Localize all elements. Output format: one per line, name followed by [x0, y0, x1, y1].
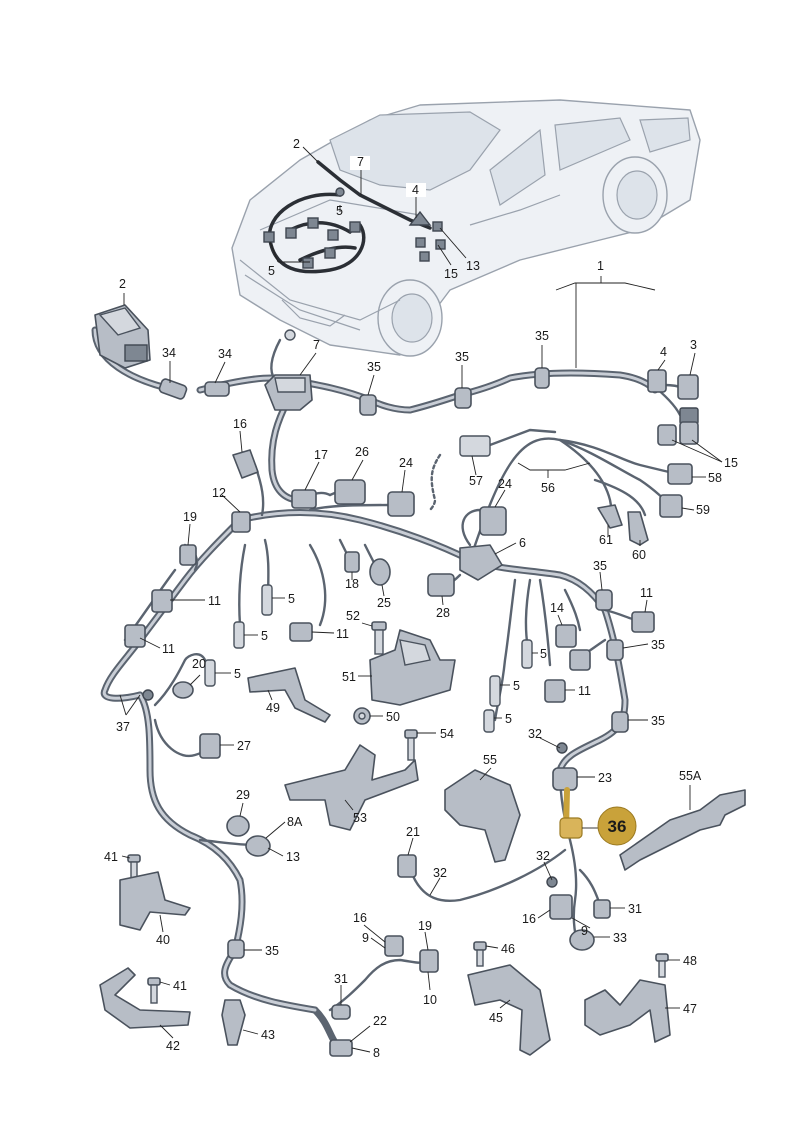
- label-6: 6: [519, 536, 526, 550]
- label-10: 10: [423, 993, 437, 1007]
- label-42: 42: [166, 1039, 180, 1053]
- label-11-c: 11: [336, 627, 349, 641]
- label-11-a: 11: [208, 594, 221, 608]
- label-53: 53: [353, 811, 367, 825]
- label-58: 58: [708, 471, 722, 485]
- harness-parts: [94, 304, 746, 1057]
- label-19-a: 19: [183, 510, 197, 524]
- label-48: 48: [683, 954, 697, 968]
- label-5-f: 5: [505, 712, 512, 726]
- label-22: 22: [373, 1014, 387, 1028]
- label-61: 61: [599, 533, 613, 547]
- label-35-d: 35: [593, 559, 607, 573]
- label-24-a: 24: [399, 456, 413, 470]
- label-5-car-a: 5: [336, 204, 343, 218]
- label-12: 12: [212, 486, 226, 500]
- label-5-c: 5: [234, 667, 241, 681]
- label-7: 7: [313, 338, 320, 352]
- label-33: 33: [613, 931, 627, 945]
- label-27: 27: [237, 739, 251, 753]
- label-8: 8: [373, 1046, 380, 1060]
- label-15: 15: [724, 456, 738, 470]
- label-31-a: 31: [628, 902, 642, 916]
- label-49: 49: [266, 701, 280, 715]
- part-number-labels: 2 7 4 5 5 15 13 1 2 34 34 7 35 35 35 4 3…: [104, 137, 738, 1060]
- label-50: 50: [386, 710, 400, 724]
- label-11-e: 11: [578, 684, 591, 698]
- label-11-d: 11: [640, 586, 653, 600]
- highlighted-part-36: [559, 787, 583, 839]
- vehicle-illustration: [231, 99, 701, 357]
- label-32-a: 32: [528, 727, 542, 741]
- label-60: 60: [632, 548, 646, 562]
- label-56: 56: [541, 481, 555, 495]
- label-16-c: 16: [353, 911, 367, 925]
- label-19-b: 19: [418, 919, 432, 933]
- label-59: 59: [696, 503, 710, 517]
- label-5-a: 5: [288, 592, 295, 606]
- label-31-b: 31: [334, 972, 348, 986]
- label-13-car: 13: [466, 259, 480, 273]
- label-43: 43: [261, 1028, 275, 1042]
- callout-badge-36-label: 36: [608, 817, 627, 836]
- leader-lines: [119, 146, 723, 1053]
- label-35-f: 35: [651, 714, 665, 728]
- label-4-car: 4: [412, 183, 419, 197]
- label-51: 51: [342, 670, 356, 684]
- label-16-a: 16: [233, 417, 247, 431]
- label-21: 21: [406, 825, 420, 839]
- label-29: 29: [236, 788, 250, 802]
- label-5-d: 5: [540, 647, 547, 661]
- label-16-b: 16: [522, 912, 536, 926]
- label-4: 4: [660, 345, 667, 359]
- label-26: 26: [355, 445, 369, 459]
- label-32-c: 32: [433, 866, 447, 880]
- label-55a: 55A: [679, 769, 702, 783]
- label-35-g: 35: [265, 944, 279, 958]
- label-35-e: 35: [651, 638, 665, 652]
- label-57: 57: [469, 474, 483, 488]
- label-18: 18: [345, 577, 359, 591]
- label-52: 52: [346, 609, 360, 623]
- label-34-b: 34: [218, 347, 232, 361]
- label-20: 20: [192, 657, 206, 671]
- label-11-b: 11: [162, 642, 175, 656]
- label-35-c: 35: [535, 329, 549, 343]
- label-5-e: 5: [513, 679, 520, 693]
- label-24-b: 24: [498, 477, 512, 491]
- label-14: 14: [550, 601, 564, 615]
- label-13: 13: [286, 850, 300, 864]
- label-8a: 8A: [287, 815, 303, 829]
- label-17: 17: [314, 448, 328, 462]
- label-9-b: 9: [362, 931, 369, 945]
- label-1: 1: [597, 259, 604, 273]
- label-23: 23: [598, 771, 612, 785]
- label-28: 28: [436, 606, 450, 620]
- callout-badge-36[interactable]: 36: [597, 806, 637, 846]
- label-15-car: 15: [444, 267, 458, 281]
- label-25: 25: [377, 596, 391, 610]
- label-35-a: 35: [367, 360, 381, 374]
- label-5-car-b: 5: [268, 264, 275, 278]
- label-5-b: 5: [261, 629, 268, 643]
- label-2-car: 2: [293, 137, 300, 151]
- label-9-a: 9: [581, 924, 588, 938]
- label-34-a: 34: [162, 346, 176, 360]
- label-47: 47: [683, 1002, 697, 1016]
- label-40: 40: [156, 933, 170, 947]
- label-2: 2: [119, 277, 126, 291]
- label-41-b: 41: [173, 979, 187, 993]
- label-32-b: 32: [536, 849, 550, 863]
- label-35-b: 35: [455, 350, 469, 364]
- label-37: 37: [116, 720, 130, 734]
- label-46: 46: [501, 942, 515, 956]
- label-7-car: 7: [357, 155, 364, 169]
- label-55: 55: [483, 753, 497, 767]
- label-41-a: 41: [104, 850, 118, 864]
- label-54: 54: [440, 727, 454, 741]
- label-45: 45: [489, 1011, 503, 1025]
- label-3: 3: [690, 338, 697, 352]
